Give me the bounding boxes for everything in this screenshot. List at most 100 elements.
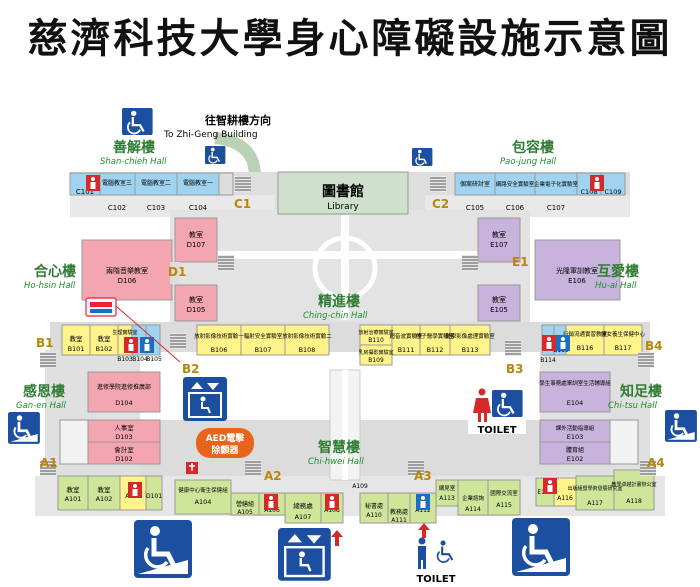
toilet-a-right-icon [543, 478, 557, 494]
room-a104-name: 健康中心衛生保健組 [178, 486, 228, 494]
room-b113: B113 [462, 346, 479, 354]
room-a115: A115 [496, 502, 512, 509]
zhigeng-zh: 往智耕樓方向 [205, 113, 271, 127]
room-d103-name: 人事室 [114, 423, 134, 432]
ramp-bottom-right-icon [512, 518, 570, 576]
zhizu-rooms [539, 371, 639, 465]
room-a117-name: 出版組暨學術發展研究室 [567, 485, 622, 492]
room-d106-name: 兩階音樂教室 [106, 266, 148, 275]
room-b117: B117 [615, 344, 632, 352]
room-d102: D102 [115, 455, 132, 463]
room-e106: E106 [568, 277, 586, 285]
room-c102-name: 電腦教室二 [141, 179, 171, 187]
room-a118: A118 [626, 498, 642, 505]
room-b117-name: 婦女養生保健中心 [601, 330, 646, 338]
room-e107-name: 教室 [492, 230, 506, 239]
room-a105-name: 營繕組 [236, 500, 254, 508]
room-a118-name: 教學卓越計畫辦公室 [611, 481, 656, 488]
room-d107-name: 教室 [189, 230, 203, 239]
toilet-a108-icon [325, 494, 339, 510]
toilet-a112-icon [416, 494, 430, 510]
room-b108: B108 [299, 346, 316, 354]
room-e107: E107 [490, 241, 508, 249]
room-e102: E102 [567, 455, 584, 463]
marker-c1: C1 [234, 197, 251, 211]
library-building [277, 171, 409, 215]
toilet-b-right-male-icon [556, 335, 570, 351]
room-a116: A116 [557, 495, 573, 502]
room-b112-name: 核子醫學實驗室 [416, 332, 455, 340]
stairs-b1 [39, 351, 57, 369]
room-c107-name: 企業電子化實驗室 [534, 180, 579, 188]
toilet-c-right-icon [590, 175, 604, 191]
room-c101-name: 電腦教室一 [183, 179, 213, 187]
room-c103: C103 [147, 204, 165, 212]
room-d105: D105 [187, 306, 206, 314]
hall-hexin-zh: 合心樓 [34, 263, 76, 280]
room-a113: A113 [439, 495, 455, 502]
huai-rooms [477, 217, 621, 322]
baorong-rooms [454, 172, 626, 196]
room-b104: B104 [132, 356, 148, 363]
room-b110: B110 [368, 337, 384, 344]
room-c101: C101 [76, 188, 94, 196]
room-b107: B107 [255, 346, 272, 354]
hall-huai-en: Hu-ai Hall [595, 281, 637, 291]
library-zh: 圖書館 [322, 183, 364, 200]
room-b101: B101 [68, 345, 85, 353]
room-e103-name: 課外活動指導組 [556, 424, 595, 432]
marker-a2: A2 [264, 469, 282, 483]
hall-shanjie-zh: 善解樓 [113, 139, 155, 156]
campus-sign-icon [85, 297, 117, 317]
stairs-b2 [169, 332, 187, 350]
room-b113-name: 醫學影像處理實驗室 [445, 332, 495, 340]
marker-a4: A4 [647, 456, 665, 470]
room-d103: D103 [115, 433, 132, 441]
marker-a3: A3 [414, 469, 432, 483]
room-b108-name: 放射影像技術實驗二 [282, 332, 332, 340]
hall-zhihui-en: Chi-hwei Hall [308, 457, 364, 467]
room-b111: B111 [398, 346, 415, 354]
room-b101-name: 教室 [70, 334, 84, 343]
aed-marker: AED電擊 除顫器 [186, 428, 254, 474]
hall-baorong-zh: 包容樓 [512, 139, 554, 156]
entrance-arrow-a112-icon [418, 523, 430, 538]
room-a102: A102 [96, 495, 113, 503]
hall-jingjin-en: Ching-chin Hall [303, 311, 368, 321]
toilet-a106-icon [264, 494, 278, 510]
room-d101: D101 [146, 493, 162, 500]
room-a109: A109 [352, 483, 368, 490]
room-e104-name: 學生事務處軍訓室生活輔導組 [539, 379, 611, 387]
room-e105-name: 教室 [492, 295, 506, 304]
marker-b1: B1 [36, 336, 54, 350]
room-d106: D106 [118, 277, 137, 285]
room-b107-name: 輻射安全實驗室 [244, 332, 283, 340]
accessible-toilet-bottom: TOILET [416, 537, 456, 585]
toilet-main-label: TOILET [477, 425, 516, 436]
hall-ganen-zh: 感恩樓 [23, 383, 65, 400]
marker-d1: D1 [168, 265, 186, 279]
room-a106: A106 [264, 507, 280, 514]
room-a114-name: 企業諮詢 [462, 494, 485, 502]
ramp-bottom-left-icon [134, 520, 192, 578]
room-e105: E105 [490, 306, 508, 314]
aed-line1: AED電擊 [206, 432, 246, 444]
room-a110: A110 [366, 512, 382, 519]
room-c105-name: 個案研討室 [460, 180, 490, 188]
hall-zhihui-zh: 智慧樓 [317, 439, 360, 456]
toilet-b-male-icon [140, 337, 154, 353]
toilet-b-right-female-icon [542, 335, 556, 351]
elevator-zhihui-icon [276, 526, 332, 582]
stairs-c1 [234, 175, 252, 193]
sign-pointer [115, 305, 181, 363]
room-e106-name: 光隆軍訓教室 [556, 266, 598, 275]
room-a107: A107 [295, 513, 312, 521]
room-c106: C106 [506, 204, 525, 212]
room-c104: C104 [189, 204, 208, 212]
room-a104: A104 [195, 498, 212, 506]
room-a101: A101 [65, 495, 82, 503]
room-a107-name: 總務處 [293, 501, 313, 510]
wheelchair-shanjie-icon [204, 145, 227, 165]
room-b106-name: 放射影像技術實驗一 [194, 332, 244, 340]
